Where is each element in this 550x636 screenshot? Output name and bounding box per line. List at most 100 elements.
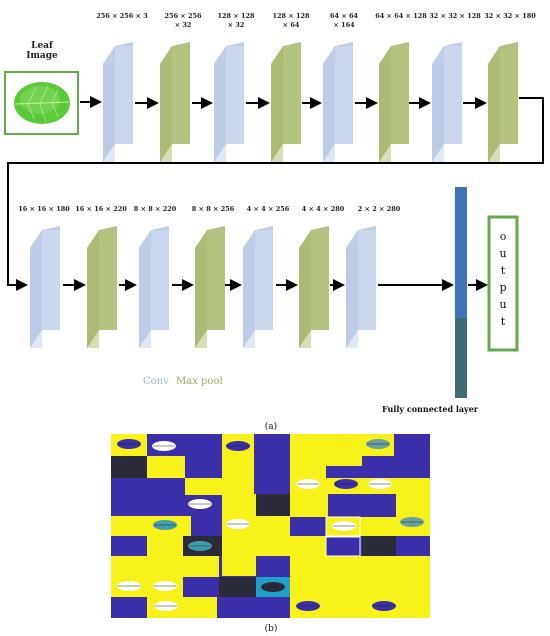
- row2-layers: [30, 226, 376, 348]
- input-title-line2: Image: [26, 51, 58, 61]
- conv-layer-r2-3: [139, 226, 169, 348]
- row1-arrows: [80, 96, 487, 109]
- layer-dimension: 128 × 128: [217, 12, 255, 20]
- mosaic-tile: [290, 434, 362, 466]
- layer-dimension: 128 × 128: [272, 12, 310, 20]
- leaf-patch: [332, 521, 356, 531]
- mosaic-tile: [362, 536, 396, 556]
- leaf-patch: [153, 520, 177, 530]
- layer-dimension: 32 × 32 × 128: [429, 12, 481, 20]
- maxpool-layer-r1-2: [160, 42, 190, 162]
- input-block: Leaf Image: [4, 41, 79, 135]
- leaf-patch: [226, 519, 250, 529]
- fc-bar-bottom: [455, 318, 467, 398]
- leaf-patch: [153, 581, 177, 591]
- leaf-patch: [152, 441, 176, 451]
- input-title-line1: Leaf: [31, 41, 54, 51]
- leaf-patch: [368, 479, 392, 489]
- conv-layer-r2-7: [346, 226, 376, 348]
- leaf-patch: [117, 581, 141, 591]
- mosaic-highlight: [325, 535, 361, 557]
- layer-dimension: × 32: [175, 21, 192, 29]
- leaf-patch: [154, 601, 178, 611]
- conv-layer-r2-5: [243, 226, 273, 348]
- layer-dimension: 8 × 8 × 256: [192, 205, 235, 213]
- row1-layers: [103, 42, 518, 162]
- layer-dimension: 64 × 64: [330, 12, 359, 20]
- layer-dimension: 16 × 16 × 180: [18, 205, 70, 213]
- legend-max-pool: Max pool: [176, 376, 223, 387]
- mosaic-tile: [185, 478, 222, 495]
- output-letter: u: [499, 247, 506, 260]
- leaf-patch: [117, 439, 141, 449]
- conv-layer-r1-1: [103, 42, 133, 162]
- maxpool-layer-r2-6: [299, 226, 329, 348]
- layer-dimension: 4 × 4 × 280: [302, 205, 345, 213]
- output-letter: t: [501, 315, 506, 328]
- conv-layer-r2-1: [30, 226, 60, 348]
- mosaic-highlight: [325, 516, 361, 538]
- leaf-patch: [296, 479, 320, 489]
- maxpool-layer-r2-4: [195, 226, 225, 348]
- leaf-patch: [400, 517, 424, 527]
- legend: Conv Max pool: [143, 376, 223, 387]
- leaf-patch: [188, 541, 212, 551]
- fc-bar-top: [455, 187, 467, 318]
- leaf-patch: [366, 439, 390, 449]
- output-letter: p: [499, 281, 506, 294]
- caption-a: (a): [265, 421, 277, 432]
- output-box: [487, 215, 519, 352]
- layer-dimension: 32 × 32 × 180: [484, 12, 536, 20]
- layer-dimension: 2 × 2 × 280: [358, 205, 401, 213]
- leaf-patch: [372, 601, 396, 611]
- leaf-image: [14, 82, 70, 124]
- mosaic-tile: [396, 494, 430, 536]
- leaf-patch: [188, 499, 212, 509]
- fc-label: Fully connected layer: [382, 404, 479, 414]
- mosaic-tile: [219, 577, 256, 597]
- conv-layer-r1-5: [323, 42, 353, 162]
- mosaic-tile: [147, 456, 185, 478]
- layer-dimension: × 164: [333, 21, 355, 29]
- maxpool-layer-r1-4: [271, 42, 301, 162]
- layer-dimension: 256 × 256: [164, 12, 202, 20]
- layer-dimension: 256 × 256 × 3: [96, 12, 148, 20]
- leaf-patch: [296, 601, 320, 611]
- conv-layer-r1-7: [432, 42, 462, 162]
- output-letter: t: [501, 264, 506, 277]
- mosaic-tile: [290, 494, 328, 517]
- layer-dimension: 4 × 4 × 256: [247, 205, 290, 213]
- mosaic-tile: [111, 516, 191, 536]
- mosaic-tile: [111, 556, 147, 577]
- leaf-mosaic: [111, 434, 430, 618]
- mosaic-tile: [185, 556, 219, 577]
- leaf-patch: [226, 441, 250, 451]
- row-connector-arrow: [7, 97, 544, 291]
- maxpool-layer-r1-8: [488, 42, 518, 162]
- maxpool-layer-r1-6: [379, 42, 409, 162]
- layer-dimension: 16 × 16 × 220: [75, 205, 127, 213]
- layer-dimension: 8 × 8 × 220: [134, 205, 177, 213]
- mosaic-tile: [111, 456, 147, 478]
- row2-dimension-labels: 16 × 16 × 180 16 × 16 × 220 8 × 8 × 220 8 ×…: [18, 205, 401, 213]
- layer-dimension: × 64: [283, 21, 300, 29]
- layer-dimension: 64 × 64 × 128: [375, 12, 427, 20]
- mosaic-leaves: [117, 439, 424, 611]
- mosaic-tile: [147, 536, 185, 577]
- mosaic-tile: [222, 556, 256, 576]
- fully-connected-layer: Fully connected layer: [382, 187, 479, 414]
- caption-b: (b): [265, 623, 278, 634]
- maxpool-layer-r2-2: [87, 226, 117, 348]
- conv-layer-r1-3: [214, 42, 244, 162]
- output-letter: o: [500, 230, 507, 243]
- legend-conv: Conv: [143, 376, 169, 387]
- mosaic-tile: [256, 494, 290, 516]
- leaf-patch: [334, 479, 358, 489]
- layer-dimension: × 32: [228, 21, 245, 29]
- leaf-patch: [261, 582, 285, 592]
- output-letter: u: [499, 298, 506, 311]
